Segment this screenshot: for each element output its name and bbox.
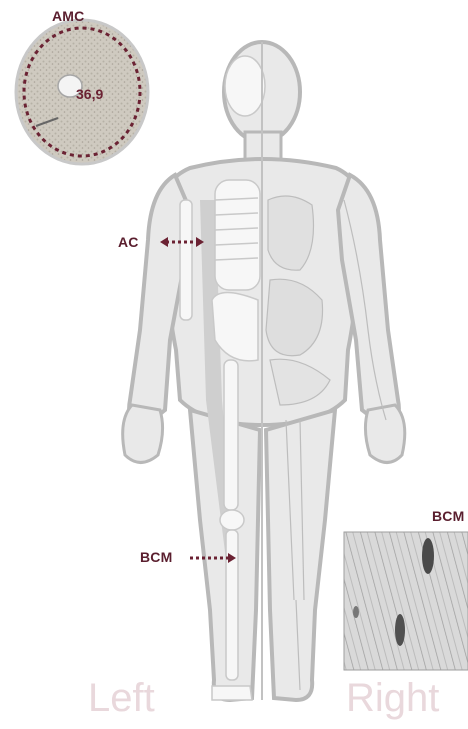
amc-label: AMC <box>52 8 84 24</box>
bcm-label-inset: BCM <box>432 508 464 524</box>
amc-value: 36,9 <box>76 86 103 102</box>
left-hand <box>123 405 163 463</box>
right-hand <box>365 405 404 463</box>
right-label: Right <box>346 676 439 721</box>
ac-label: AC <box>118 234 139 250</box>
left-label: Left <box>88 676 155 721</box>
muscle-fiber-micrograph <box>344 532 468 670</box>
bcm-label-left: BCM <box>140 549 172 565</box>
